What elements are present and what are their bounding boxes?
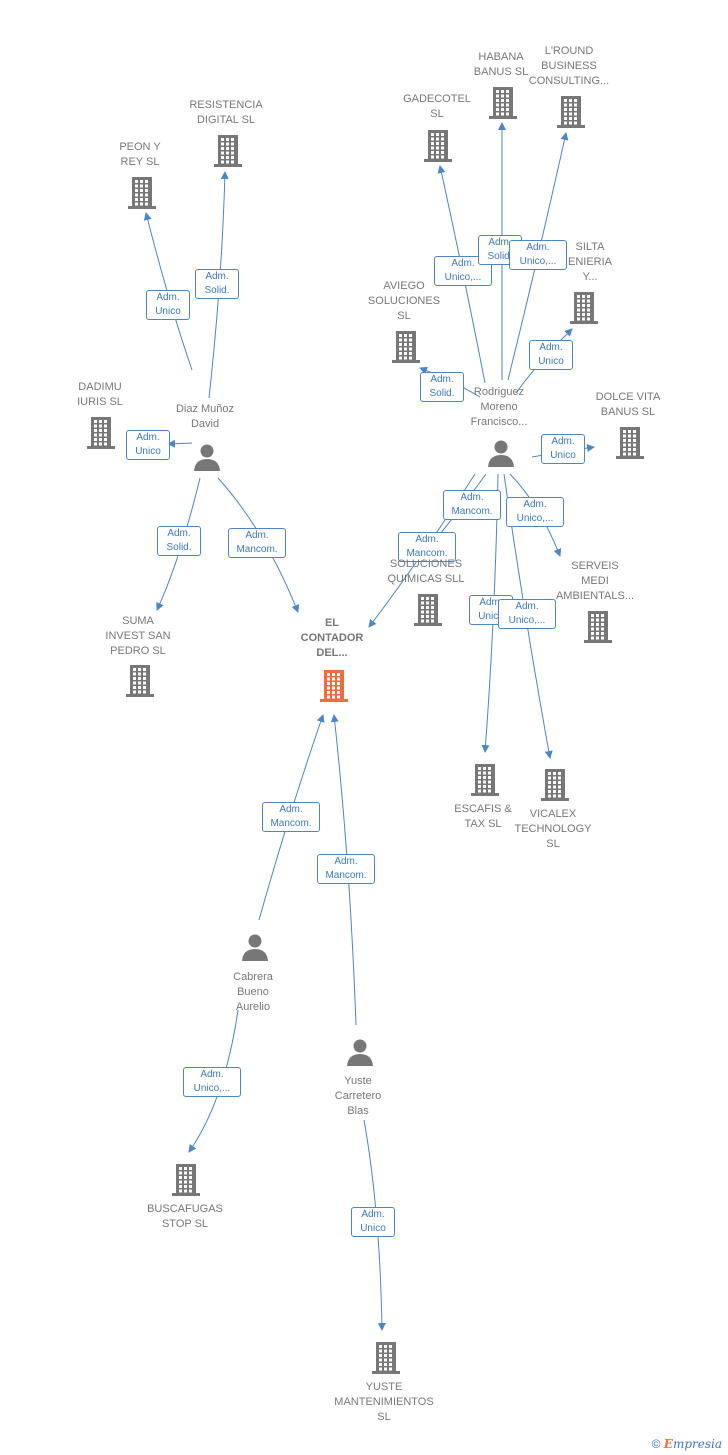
person-icon[interactable] [240,932,270,967]
edge-label[interactable]: Adm. Mancom. [443,490,501,520]
edge-label[interactable]: Adm. Unico [351,1207,395,1237]
node-label-diaz[interactable]: Diaz Muñoz David [175,403,235,430]
edge-diaz-dadimu [167,439,193,448]
node-label-yustemant[interactable]: YUSTE MANTENIMIENTOS SL [334,1381,434,1423]
node-label-silta[interactable]: SILTA ENIERIA Y... [567,241,612,283]
node-label-lround[interactable]: L'ROUND BUSINESS CONSULTING... [528,45,610,87]
edge-label[interactable]: Adm. Mancom. [262,802,320,832]
building-icon[interactable] [555,93,587,134]
node-label-resistencia[interactable]: RESISTENCIA DIGITAL SL [189,99,263,126]
building-icon[interactable] [318,667,350,708]
edge-label[interactable]: Adm. Mancom. [228,528,286,558]
edge-label[interactable]: Adm. Solid. [157,526,201,556]
node-label-gadecotel[interactable]: GADECOTEL SL [403,93,471,120]
node-label-dolce[interactable]: DOLCE VITA BANUS SL [595,391,661,418]
edge-label[interactable]: Adm. Unico [541,434,585,464]
building-icon[interactable] [370,1339,402,1380]
edge-label[interactable]: Adm. Solid. [195,269,239,299]
brand-logo: Empresia [663,1437,722,1451]
building-icon[interactable] [568,289,600,330]
building-icon[interactable] [469,761,501,802]
building-icon[interactable] [85,414,117,455]
building-icon[interactable] [412,591,444,632]
node-label-rodriguez[interactable]: Rodriguez Moreno Francisco... [470,386,528,428]
node-label-quimicas[interactable]: SOLUCIONES QUIMICAS SLL [387,558,465,585]
node-label-serveis[interactable]: SERVEIS MEDI AMBIENTALS... [555,560,635,602]
edge-label[interactable]: Adm. Solid. [420,372,464,402]
node-label-habana[interactable]: HABANA BANUS SL [473,51,529,78]
building-icon[interactable] [582,608,614,649]
node-label-aviego[interactable]: AVIEGO SOLUCIONES SL [367,280,441,322]
building-icon[interactable] [126,174,158,215]
edge-label[interactable]: Adm. Unico [146,290,190,320]
node-label-peon[interactable]: PEON Y REY SL [119,141,161,168]
node-label-buscafugas[interactable]: BUSCAFUGAS STOP SL [147,1203,223,1230]
person-icon[interactable] [192,442,222,477]
building-icon[interactable] [212,132,244,173]
copyright-symbol: © [651,1437,661,1451]
building-icon[interactable] [487,84,519,125]
node-label-escafis[interactable]: ESCAFIS & TAX SL [454,803,512,830]
node-label-vicalex[interactable]: VICALEX TECHNOLOGY SL [514,808,592,850]
edge-label[interactable]: Adm. Mancom. [317,854,375,884]
edge-label[interactable]: Adm. Unico [529,340,573,370]
node-label-contador[interactable]: EL CONTADOR DEL... [300,617,364,659]
building-icon[interactable] [614,424,646,465]
edge-label[interactable]: Adm. Unico [126,430,170,460]
node-label-suma[interactable]: SUMA INVEST SAN PEDRO SL [105,615,171,657]
person-icon[interactable] [486,438,516,473]
edge-label[interactable]: Adm. Unico,... [498,599,556,629]
brand-footer: © Empresia [652,1437,722,1451]
node-label-yuste[interactable]: Yuste Carretero Blas [334,1075,382,1117]
edge-label[interactable]: Adm. Mancom. [398,532,456,562]
building-icon[interactable] [170,1161,202,1202]
edge-label[interactable]: Adm. Unico,... [506,497,564,527]
building-icon[interactable] [390,328,422,369]
building-icon[interactable] [539,766,571,807]
node-label-cabrera[interactable]: Cabrera Bueno Aurelio [233,971,273,1013]
edge-label[interactable]: Adm. Unico,... [434,256,492,286]
building-icon[interactable] [124,662,156,703]
building-icon[interactable] [422,127,454,168]
edge-label[interactable]: Adm. Unico,... [509,240,567,270]
edge-label[interactable]: Adm. Unico,... [183,1067,241,1097]
node-label-dadimu[interactable]: DADIMU IURIS SL [77,381,123,408]
person-icon[interactable] [345,1037,375,1072]
